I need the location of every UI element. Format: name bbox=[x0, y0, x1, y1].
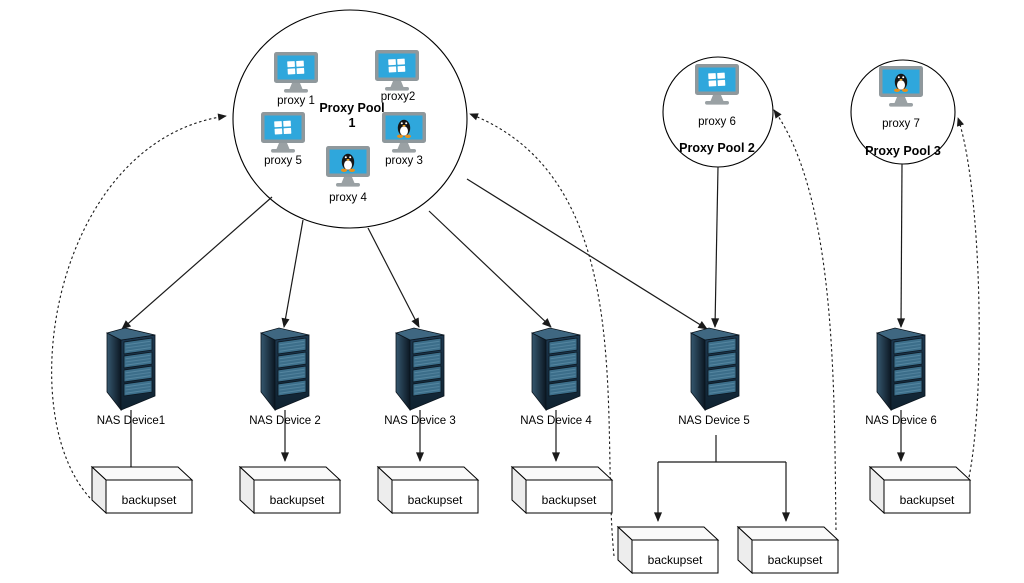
edge-backupset5b-pool2-dashed bbox=[773, 109, 837, 531]
edge-pool1-nas3 bbox=[367, 227, 420, 328]
proxy-label: proxy 5 bbox=[264, 155, 302, 167]
proxy-pool-3: proxy 7 Proxy Pool 3 bbox=[865, 66, 941, 158]
proxy-pool-1: proxy 1 proxy2 proxy 5 proxy 3 proxy 4 P… bbox=[261, 50, 426, 204]
nas-server-icon bbox=[107, 328, 155, 410]
proxy-label: proxy 6 bbox=[698, 116, 736, 128]
edge-pool1-nas1 bbox=[121, 196, 273, 330]
nas-server-icon bbox=[691, 328, 739, 410]
proxy-label: proxy2 bbox=[381, 91, 416, 103]
pool-title: Proxy Pool 3 bbox=[865, 144, 941, 158]
backupset-label: backupset bbox=[768, 553, 823, 567]
backupset-label: backupset bbox=[270, 493, 325, 507]
nas-label: NAS Device 6 bbox=[865, 415, 937, 427]
edge-pool3-nas6 bbox=[897, 163, 906, 328]
backupset-label: backupset bbox=[408, 493, 463, 507]
nas-server-icon bbox=[532, 328, 580, 410]
pool-title: Proxy Pool 2 bbox=[679, 141, 755, 155]
edge-backupset1-pool1-dashed bbox=[51, 113, 227, 499]
pool-title: 1 bbox=[349, 116, 356, 130]
proxy-label: proxy 3 bbox=[385, 155, 423, 167]
nas-label: NAS Device 4 bbox=[520, 415, 592, 427]
edge-backupset6-pool3-dashed bbox=[956, 117, 980, 483]
nas-label: NAS Device 3 bbox=[384, 415, 456, 427]
nas-server-icon bbox=[396, 328, 444, 410]
backupset-label: backupset bbox=[900, 493, 955, 507]
edge-pool1-nas4 bbox=[428, 210, 552, 328]
edge-pool1-nas5 bbox=[466, 178, 708, 330]
pool-title: Proxy Pool bbox=[319, 101, 384, 115]
proxy-label: proxy 4 bbox=[329, 192, 367, 204]
proxy-label: proxy 7 bbox=[882, 118, 920, 130]
edge-pool1-nas2 bbox=[281, 219, 304, 328]
proxy-pool-3-circle bbox=[850, 59, 956, 165]
nas-label: NAS Device1 bbox=[97, 415, 165, 427]
backupset-label: backupset bbox=[542, 493, 597, 507]
edge-pool2-nas5 bbox=[711, 166, 720, 328]
backupset-label: backupset bbox=[122, 493, 177, 507]
backupsets: backupset backupset backupset backupset … bbox=[91, 466, 971, 574]
nas-label: NAS Device 2 bbox=[249, 415, 321, 427]
proxy-pool-2: proxy 6 Proxy Pool 2 bbox=[679, 64, 755, 155]
nas-server-icon bbox=[261, 328, 309, 410]
proxy-label: proxy 1 bbox=[277, 95, 315, 107]
nas-server-icon bbox=[877, 328, 925, 410]
nas-devices: NAS Device1 NAS Device 2 NAS Device 3 NA… bbox=[97, 328, 937, 427]
backupset-label: backupset bbox=[648, 553, 703, 567]
nas-label: NAS Device 5 bbox=[678, 415, 750, 427]
